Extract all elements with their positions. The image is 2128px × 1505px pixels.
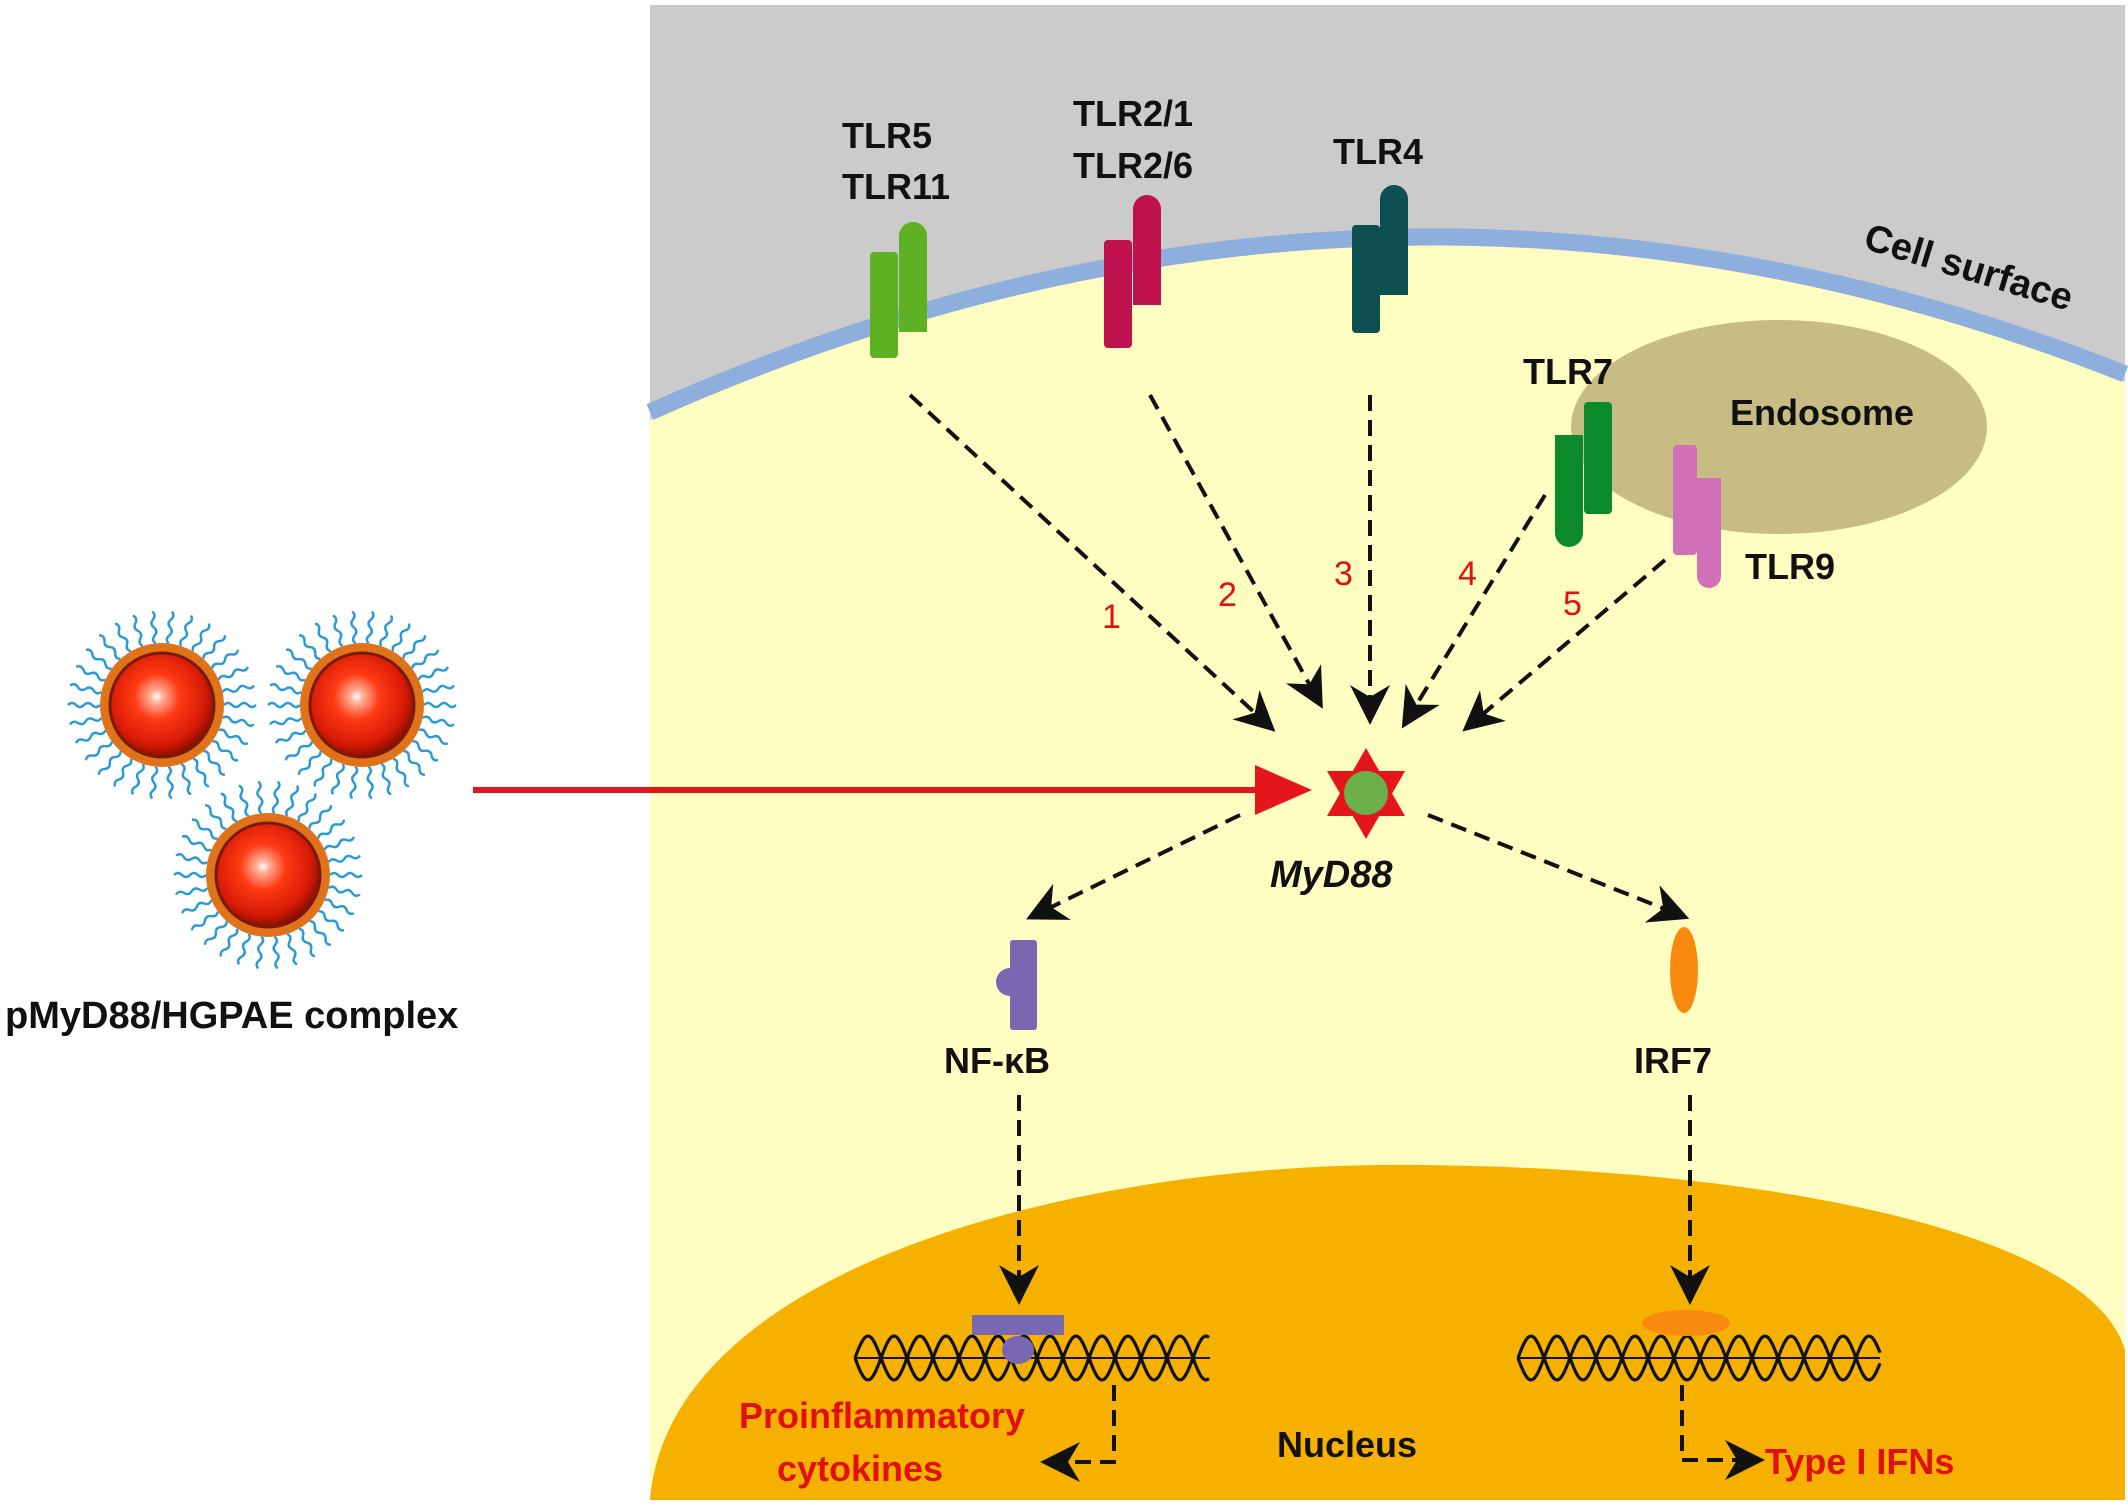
pathway-number-2: 2 <box>1218 576 1237 614</box>
nfkb-dna-bound <box>972 1315 1064 1364</box>
type1-ifns-label: Type I IFNs <box>1765 1441 1954 1482</box>
tlr2-receptor <box>1104 195 1161 348</box>
arrow-to-nfkb <box>1026 813 1241 920</box>
nfkb-protein <box>996 940 1037 1030</box>
cytoplasm <box>650 244 2125 1500</box>
receptor-arrows <box>908 393 1667 732</box>
pathway-number-1: 1 <box>1102 598 1121 636</box>
nfkb-label: NF-κB <box>944 1040 1050 1081</box>
pathway-number-4: 4 <box>1458 555 1477 593</box>
delivery-arrow <box>473 765 1312 815</box>
dna-helix-right <box>1516 1334 1882 1382</box>
tlr4-label: TLR4 <box>1333 131 1423 172</box>
pathway-number-3: 3 <box>1334 555 1353 593</box>
tlr4-receptor <box>1352 185 1408 333</box>
ifn-output-arrow <box>1680 1385 1765 1480</box>
pathway-number-5: 5 <box>1563 585 1582 623</box>
tlr5-label: TLR5 <box>842 115 932 156</box>
nucleus-label: Nucleus <box>1277 1424 1417 1465</box>
nanoparticle <box>266 610 458 800</box>
irf7-dna-bound <box>1642 1310 1730 1336</box>
tlr9-label: TLR9 <box>1745 546 1835 587</box>
arrow-5 <box>1462 558 1667 732</box>
downstream-arrows <box>999 813 1710 1305</box>
tlr2-6-label: TLR2/6 <box>1073 145 1193 186</box>
nanoparticle <box>172 780 364 970</box>
arrow-to-irf7 <box>1427 813 1690 923</box>
tlr2-1-label: TLR2/1 <box>1073 93 1193 134</box>
arrow-1 <box>908 393 1276 732</box>
tlr11-label: TLR11 <box>842 166 950 207</box>
nanoparticle <box>66 610 258 800</box>
myd88-label: MyD88 <box>1270 854 1393 896</box>
complex-label: pMyD88/HGPAE complex <box>5 995 458 1037</box>
irf7-protein <box>1670 927 1698 1013</box>
endosome-label: Endosome <box>1730 392 1914 433</box>
tlr7-receptor <box>1555 402 1612 547</box>
arrow-4 <box>1401 493 1547 729</box>
cytokines-label: cytokines <box>777 1448 943 1489</box>
proinflammatory-label: Proinflammatory <box>739 1395 1025 1436</box>
tlr5-tlr11-receptor <box>870 222 927 358</box>
myd88-node <box>1327 748 1405 839</box>
nanoparticle-cluster <box>66 610 458 970</box>
arrow-2 <box>1148 394 1323 709</box>
cytokine-output-arrow <box>1040 1385 1116 1482</box>
irf7-label: IRF7 <box>1634 1040 1712 1081</box>
tlr9-receptor <box>1673 445 1721 588</box>
tlr7-label: TLR7 <box>1523 351 1613 392</box>
